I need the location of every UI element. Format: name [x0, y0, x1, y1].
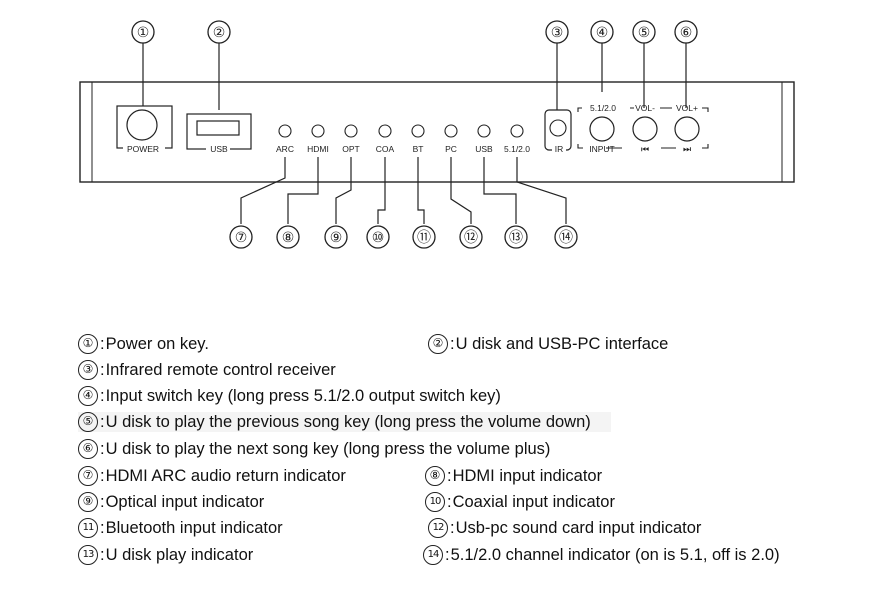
callout-11: ⑪ — [412, 225, 436, 249]
power-key: POWER — [116, 105, 173, 154]
callout-7: ⑦ — [229, 225, 253, 249]
legend-item-1: ①:Power on key. — [78, 334, 209, 354]
callout-9: ⑨ — [324, 225, 348, 249]
indicator-label-bt: BT — [413, 144, 424, 154]
callout-10: ⑩ — [366, 225, 390, 249]
svg-text:②: ② — [213, 25, 226, 41]
indicator-row: ARC HDMI OPT COA BT PC USB 5.1/2.0 — [276, 124, 530, 154]
next-track-icon: ⏭ — [683, 144, 691, 154]
input-label: INPUT — [589, 144, 615, 154]
vol-minus-label: VOL- — [635, 103, 655, 113]
svg-text:⑨: ⑨ — [330, 230, 343, 246]
callout-5: ⑤ — [632, 20, 656, 108]
indicator-label-pc: PC — [445, 144, 457, 154]
mode-label: 5.1/2.0 — [590, 103, 616, 113]
indicator-label-usb: USB — [475, 144, 493, 154]
svg-text:⑭: ⑭ — [559, 230, 573, 246]
callout-4: ④ — [590, 20, 614, 92]
legend-item-6: ⑥:U disk to play the next song key (long… — [78, 439, 550, 459]
callout-12: ⑫ — [459, 225, 483, 249]
indicator-label-mode: 5.1/2.0 — [504, 144, 530, 154]
input-key — [589, 116, 615, 142]
bottom-leaders — [240, 157, 567, 224]
svg-text:⑦: ⑦ — [235, 230, 248, 246]
vol-minus-key — [632, 116, 658, 142]
callout-1: ① — [131, 20, 155, 108]
legend-item-9: ⑨:Optical input indicator — [78, 492, 264, 512]
svg-text:⑬: ⑬ — [509, 230, 523, 246]
callout-8: ⑧ — [276, 225, 300, 249]
callout-2: ② — [207, 20, 231, 110]
legend-item-13: 13:U disk play indicator — [78, 545, 253, 565]
device-chassis — [79, 81, 795, 183]
svg-text:⑥: ⑥ — [680, 25, 693, 41]
legend-item-7: ⑦:HDMI ARC audio return indicator — [78, 466, 346, 486]
button-group: 5.1/2.0 VOL- VOL+ INPUT ⏮ ⏭ — [577, 103, 709, 154]
callout-3: ③ — [545, 20, 569, 112]
usb-port: USB — [186, 113, 252, 154]
legend-item-2: ②:U disk and USB-PC interface — [428, 334, 668, 354]
legend-item-12: 12:Usb-pc sound card input indicator — [428, 518, 701, 538]
svg-text:⑤: ⑤ — [638, 25, 651, 41]
svg-text:③: ③ — [551, 25, 564, 41]
ir-receiver: IR — [544, 109, 572, 154]
power-label: POWER — [127, 144, 159, 154]
svg-text:①: ① — [137, 25, 150, 41]
callout-14: ⑭ — [554, 225, 578, 249]
legend-item-10: 10:Coaxial input indicator — [425, 492, 615, 512]
legend-item-4: ④:Input switch key (long press 5.1/2.0 o… — [78, 386, 501, 406]
ir-label: IR — [555, 144, 564, 154]
indicator-label-hdmi: HDMI — [307, 144, 329, 154]
legend-item-14: 14:5.1/2.0 channel indicator (on is 5.1,… — [423, 545, 780, 565]
vol-plus-label: VOL+ — [676, 103, 698, 113]
prev-track-icon: ⏮ — [641, 144, 649, 154]
legend-item-5: ⑤:U disk to play the previous song key (… — [78, 412, 611, 432]
legend-item-3: ③:Infrared remote control receiver — [78, 360, 336, 380]
svg-text:⑩: ⑩ — [372, 230, 385, 246]
indicator-label-arc: ARC — [276, 144, 294, 154]
callout-13: ⑬ — [504, 225, 528, 249]
legend-item-8: ⑧:HDMI input indicator — [425, 466, 602, 486]
legend-item-11: 11:Bluetooth input indicator — [78, 518, 283, 538]
svg-text:⑫: ⑫ — [464, 230, 478, 246]
callout-6: ⑥ — [674, 20, 698, 108]
vol-plus-key — [674, 116, 700, 142]
svg-text:⑧: ⑧ — [282, 230, 295, 246]
svg-text:⑪: ⑪ — [417, 230, 431, 246]
indicator-label-coa: COA — [376, 144, 395, 154]
svg-text:④: ④ — [596, 25, 609, 41]
usb-label: USB — [210, 144, 228, 154]
indicator-label-opt: OPT — [342, 144, 359, 154]
